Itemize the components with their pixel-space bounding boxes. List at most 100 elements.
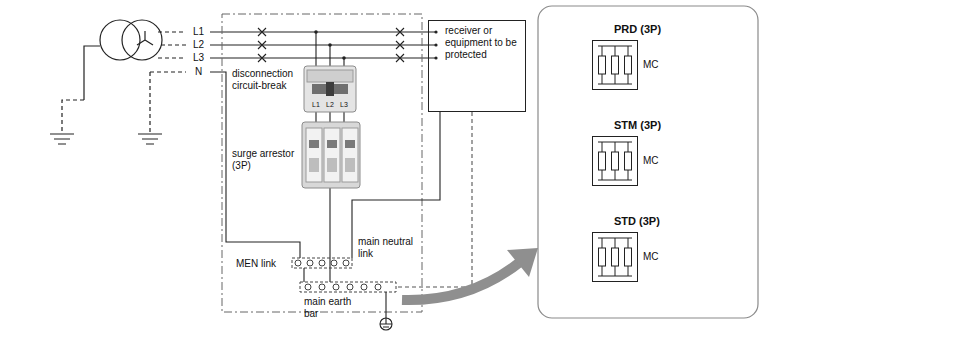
- terminal-dots: [434, 43, 437, 46]
- neutral-link-bar: [331, 260, 337, 266]
- ground-symbol: [50, 134, 74, 144]
- earth-bar: [375, 284, 381, 290]
- phase-label: L1: [193, 26, 204, 38]
- earth-bar: [347, 284, 353, 290]
- surge-arrestor-picture: [306, 128, 322, 182]
- module-title: STM (3P): [592, 118, 702, 132]
- link-label: MEN link: [236, 258, 276, 270]
- equipment-box: receiver or equipment to be protected: [428, 20, 526, 112]
- module-row: MC: [592, 40, 702, 90]
- cartridge-module-symbol: [612, 248, 619, 266]
- enclosure-outline: [222, 14, 422, 312]
- neutral-link-bar: [292, 258, 352, 268]
- surge-arrestor-picture: [302, 122, 360, 188]
- surge-arrestor-picture: [327, 158, 337, 172]
- ground-symbol: [149, 72, 150, 134]
- transformer-symbol: [122, 20, 162, 60]
- phase-label: L2: [193, 39, 204, 51]
- earth-electrode-symbol: [380, 292, 392, 330]
- module-row: MC: [592, 232, 702, 282]
- earth-bar: [333, 284, 339, 290]
- surge-arrestor-picture: [327, 140, 337, 148]
- device-panel: [538, 6, 758, 318]
- earth-bar: [305, 284, 311, 290]
- device-panel: [538, 6, 758, 318]
- cartridge-module-symbol: [593, 137, 638, 186]
- surge-arrestor-picture: [345, 140, 355, 148]
- cartridge-module-symbol: [592, 40, 638, 90]
- earth-electrode-symbol: [380, 318, 392, 327]
- module-code: MC: [643, 155, 659, 167]
- terminal-dots: [314, 30, 437, 60]
- transformer-symbol: [137, 31, 153, 45]
- switch-marks: [258, 28, 266, 62]
- earth-bar: [361, 284, 367, 290]
- protective-earth-wire: [396, 112, 472, 287]
- terminal-marking: L1: [312, 100, 320, 109]
- terminal-marking: L3: [340, 100, 348, 109]
- transformer-symbol: [100, 20, 140, 60]
- cartridge-module-symbol: [599, 248, 606, 266]
- circuit-breaker-picture: [307, 70, 353, 82]
- pointer-arrow: [507, 248, 538, 277]
- cartridge-module-symbol: [625, 56, 632, 74]
- switch-marks: [258, 28, 404, 62]
- surge-arrestor-picture: [342, 128, 358, 182]
- terminal-dots: [434, 30, 437, 33]
- module-code: MC: [643, 251, 659, 263]
- device-label: surge arrestor (3P): [232, 148, 300, 172]
- men-link-wire: [303, 268, 304, 282]
- device-label: disconnection circuit-break: [232, 68, 302, 92]
- ground-symbol: [138, 134, 162, 144]
- protection-module: PRD (3P)MC: [592, 22, 702, 90]
- ground-symbol: [62, 100, 84, 134]
- cartridge-module-symbol: [612, 152, 619, 170]
- neutral-link-bar: [319, 260, 325, 266]
- cartridge-module-symbol: [625, 152, 632, 170]
- neutral-link-bar: [307, 260, 313, 266]
- circuit-breaker-picture: [304, 66, 356, 112]
- cartridge-module-symbol: [598, 46, 632, 84]
- protection-module: STD (3P)MC: [592, 214, 702, 282]
- cartridge-module-symbol: [599, 56, 606, 74]
- cartridge-module-symbol: [599, 152, 606, 170]
- bar-label: main earth bar: [304, 296, 366, 320]
- pointer-arrow: [402, 262, 520, 300]
- earth-electrode-symbol: [385, 292, 386, 318]
- cartridge-module-symbol: [592, 232, 638, 282]
- supply-conductors: [150, 32, 186, 72]
- surge-arrestor-picture: [309, 140, 319, 148]
- supply-conductors: [150, 32, 436, 258]
- men-link-wire: [303, 268, 304, 282]
- surge-arrestor-picture: [302, 122, 360, 188]
- neutral-link-bar: [292, 258, 352, 268]
- neutral-link-bar: [343, 260, 349, 266]
- cartridge-module-symbol: [598, 238, 632, 276]
- cartridge-module-symbol: [592, 136, 638, 186]
- enclosure-outline: [222, 14, 422, 312]
- bar-label: main neutral link: [358, 236, 418, 260]
- cartridge-module-symbol: [625, 248, 632, 266]
- ground-symbol: [50, 72, 162, 144]
- neutral-link-bar: [295, 260, 301, 266]
- cartridge-module-symbol: [612, 56, 619, 74]
- surge-arrestor-picture: [309, 158, 319, 172]
- earth-bar: [319, 284, 325, 290]
- earth-electrode-symbol: [380, 318, 392, 330]
- pointer-arrow: [402, 248, 538, 300]
- circuit-breaker-picture: [304, 66, 356, 112]
- cartridge-module-symbol: [593, 41, 638, 90]
- earth-bar: [300, 282, 396, 292]
- protection-module: STM (3P) MC: [592, 118, 702, 186]
- phase-label: L3: [193, 52, 204, 64]
- terminal-dots: [434, 56, 437, 59]
- neutral-label: N: [195, 66, 202, 78]
- supply-conductors: [210, 32, 436, 58]
- module-code: MC: [643, 59, 659, 71]
- equipment-label: receiver or equipment to be protected: [445, 25, 521, 61]
- surge-arrestor-picture: [324, 128, 340, 182]
- earth-bar: [300, 282, 396, 292]
- transformer-symbol: [84, 46, 100, 100]
- supply-conductors: [210, 72, 300, 258]
